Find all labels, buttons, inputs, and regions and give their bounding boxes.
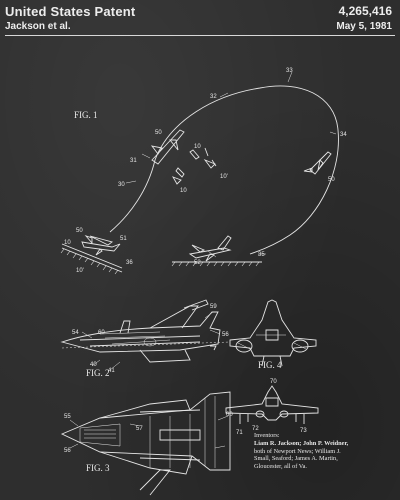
ref-36: 36 [126,260,133,266]
ref-f4-70: 70 [270,379,277,385]
ref-10-mid: 10 [180,188,187,194]
ref-f2-59: 59 [210,304,217,310]
ref-50-b: 50 [76,228,83,234]
fig2-label: FIG. 2 [86,368,110,378]
ref-50-a: 50 [155,130,162,136]
ref-f3-57: 57 [136,426,143,432]
ref-30: 30 [118,182,125,188]
ref-f4-72: 72 [252,426,259,432]
inventors-line-2: both of Newport News; William J. [254,447,341,455]
fig3-label: FIG. 3 [86,463,110,473]
ref-f4-71: 71 [236,430,243,436]
ref-10p-upper: 10' [220,174,228,180]
ref-f3-60: 60 [226,412,233,418]
fig1-label: FIG. 1 [74,110,98,120]
fig1-drawing [60,71,339,275]
fig4-drawing [225,299,319,424]
ref-f2-41: 41 [108,368,115,374]
ref-f2-60: 60 [98,330,105,336]
ref-f2-56: 56 [222,332,229,338]
ref-52: 52 [194,260,201,266]
patent-date: May 5, 1981 [336,21,392,32]
ref-10-launch: 10 [64,240,71,246]
inventors-line-3: Small, Seaford; James A. Martin, [254,455,338,463]
launch-ramp [61,243,123,269]
ref-10p-launch: 10' [76,268,84,274]
ref-34: 34 [340,132,347,138]
header-rule [5,35,395,36]
ref-51: 51 [120,236,127,242]
patent-inventor-short: Jackson et al. [5,21,71,32]
fig2-fuselage [60,311,221,353]
ref-f3-56: 56 [64,448,71,454]
fig4-lower-view [225,385,319,421]
ref-f4-73: 73 [300,428,307,434]
fig3-plan-view [60,391,231,471]
ref-35: 35 [258,252,265,258]
inventors-block: Inventors: Liam R. Jackson; John P. Weid… [254,432,400,471]
ref-50-c: 50 [328,177,335,183]
ref-f3-55: 55 [64,414,71,420]
separated-craft-icon [171,167,185,185]
ref-32: 32 [210,94,217,100]
ref-31: 31 [130,158,137,164]
ref-33: 33 [286,68,293,74]
reentry-aircraft-icon [303,151,332,175]
fig2-drawing [60,299,231,371]
climb-aircraft-icon [150,129,185,165]
patent-number: 4,265,416 [338,4,392,18]
fig4-front-view [229,299,317,357]
ref-f2-54: 54 [72,330,79,336]
patent-title: United States Patent [5,4,136,19]
landing-aircraft-icon [188,244,232,262]
fig4-label: FIG. 4 [258,360,282,370]
flight-trajectory [109,85,339,255]
ref-f2-40: 40 [90,362,97,368]
launch-aircraft-icon [81,235,121,256]
inventors-heading: Inventors: [254,432,280,439]
inventors-line-4: Gloucester, all of Va. [254,463,307,471]
inventors-line-1: Liam R. Jackson; John P. Weidner, [254,439,349,447]
ref-10-upper: 10 [194,144,201,150]
fig3-drawing [60,391,231,496]
